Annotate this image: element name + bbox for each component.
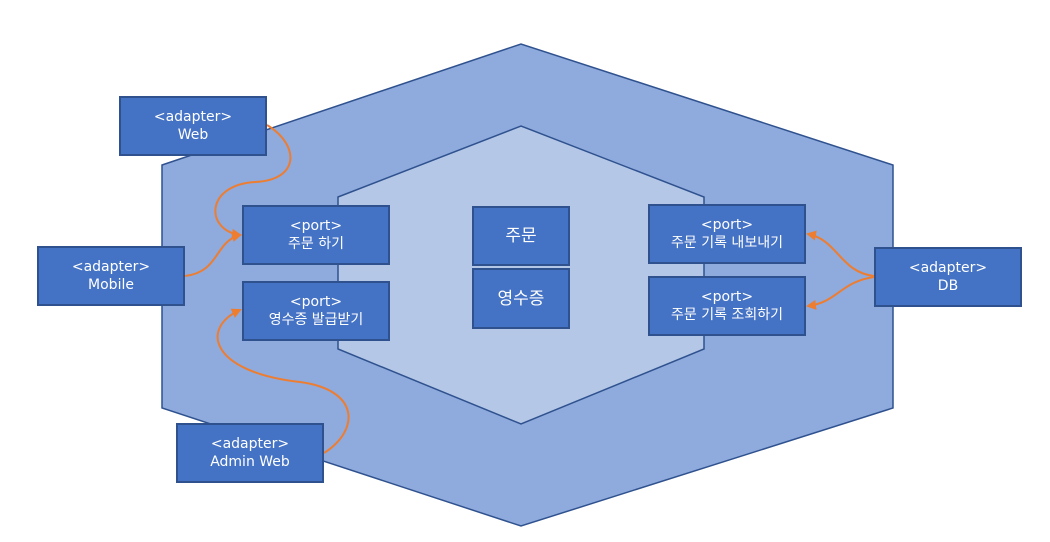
adapter-stereotype: <adapter>	[908, 260, 988, 276]
port-name: 주문 기록 내보내기	[671, 235, 783, 251]
adapter-stereotype: <adapter>	[71, 259, 151, 275]
adapter-stereotype: <adapter>	[153, 109, 233, 125]
domain-order-box: 주문	[472, 206, 570, 266]
domain-entity-name: 영수증	[497, 288, 545, 309]
adapter-name: Mobile	[88, 277, 134, 293]
connector-admin-to-receipt	[216, 308, 350, 454]
port-query-history-box: <port> 주문 기록 조회하기	[648, 276, 806, 336]
domain-entity-name: 주문	[505, 226, 537, 246]
port-order-box: <port> 주문 하기	[242, 205, 390, 265]
port-name: 영수증 발급받기	[268, 312, 364, 328]
adapter-web-box: <adapter> Web	[119, 96, 267, 156]
connector-web-to-order	[214, 124, 292, 239]
port-stereotype: <port>	[289, 218, 343, 234]
connector-mobile-to-order	[184, 232, 242, 277]
adapter-mobile-box: <adapter> Mobile	[37, 246, 185, 306]
adapter-name: Admin Web	[210, 454, 290, 470]
port-stereotype: <port>	[289, 294, 343, 310]
port-stereotype: <port>	[700, 217, 754, 233]
port-name: 주문 하기	[288, 236, 344, 252]
port-receipt-box: <port> 영수증 발급받기	[242, 281, 390, 341]
connector-db-to-export	[806, 230, 875, 277]
adapter-name: Web	[177, 127, 209, 143]
connector-db-to-query	[806, 276, 875, 310]
port-export-history-box: <port> 주문 기록 내보내기	[648, 204, 806, 264]
adapter-stereotype: <adapter>	[210, 436, 290, 452]
domain-receipt-box: 영수증	[472, 268, 570, 329]
adapter-name: DB	[937, 278, 959, 294]
port-name: 주문 기록 조회하기	[671, 307, 783, 323]
adapter-db-box: <adapter> DB	[874, 247, 1022, 307]
adapter-admin-web-box: <adapter> Admin Web	[176, 423, 324, 483]
port-stereotype: <port>	[700, 289, 754, 305]
